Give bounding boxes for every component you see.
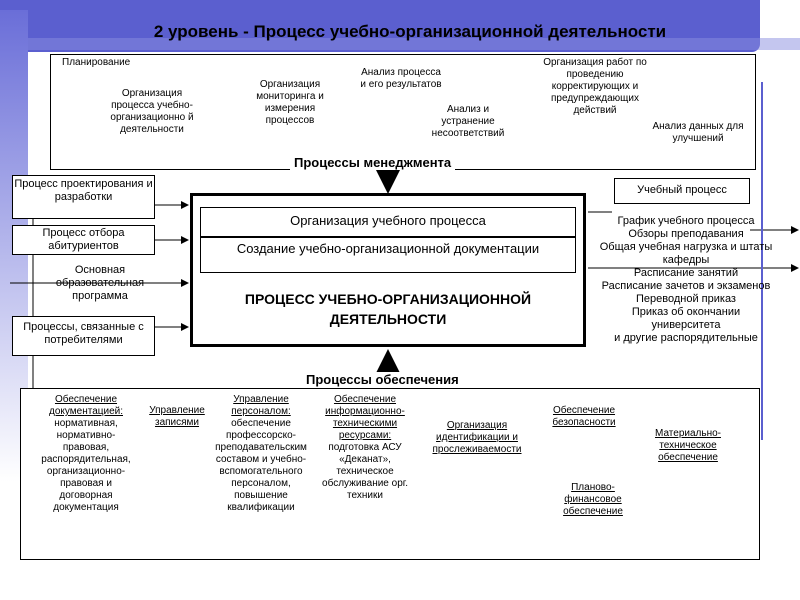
input-customer-processes: Процессы, связанные с потребителями (12, 316, 155, 356)
output-item: Расписание зачетов и экзаменов (601, 280, 771, 292)
output-item: Обзоры преподавания (628, 228, 744, 240)
output-item: Общая учебная нагрузка и штаты кафедры (599, 241, 773, 266)
main-process-box: Организация учебного процесса Создание у… (190, 193, 586, 347)
support-item-documentation: Обеспечение документацией:нормативная, н… (41, 394, 131, 513)
output-item: Приказ об окончании университета (631, 306, 741, 331)
support-item-financial: Планово-финансовое обеспечение (563, 482, 623, 517)
support-item-safety: Обеспечение безопасности (552, 405, 616, 428)
support-item-material: Материально-техническое обеспечение (655, 428, 721, 463)
support-item-personnel: Управление персоналом:обеспечение профес… (215, 394, 307, 513)
input-educational-program: Основная образовательная программа (55, 264, 145, 302)
output-list: График учебного процесса Обзоры преподав… (596, 215, 776, 345)
mgmt-item-corrective: Организация работ по проведению корректи… (543, 57, 647, 116)
output-item: и другие распорядительные документы, отр… (614, 332, 758, 344)
management-label: Процессы менеджмента (290, 155, 456, 170)
mgmt-item-planning: Планирование (62, 57, 131, 68)
input-design-process: Процесс проектирования и разработки (12, 175, 155, 219)
input-applicant-selection: Процесс отбора абитуриентов (12, 225, 155, 255)
output-educational-process: Учебный процесс (614, 178, 750, 204)
support-box (20, 388, 760, 560)
support-item-identification: Организация идентификации и прослеживаем… (432, 420, 522, 455)
mgmt-item-analysis-results: Анализ процесса и его результатов (360, 67, 442, 90)
main-process-title: ПРОЦЕСС УЧЕБНО-ОРГАНИЗАЦИОННОЙ ДЕЯТЕЛЬНО… (244, 291, 532, 327)
mgmt-item-monitoring: Организация мониторинга и измерения проц… (256, 79, 324, 126)
support-label: Процессы обеспечения (302, 372, 463, 387)
mgmt-item-nonconformity: Анализ и устранение несоответствий (431, 104, 505, 139)
header-decoration (0, 0, 800, 62)
output-item: График учебного процесса (617, 215, 755, 227)
management-box (50, 54, 756, 170)
support-item-records: Управление записями (149, 405, 205, 428)
subprocess-documentation: Создание учебно-организационной документ… (200, 237, 576, 273)
output-item: Переводной приказ (636, 293, 736, 305)
output-item: Расписание занятий (633, 267, 739, 279)
subprocess-organization: Организация учебного процесса (200, 207, 576, 237)
mgmt-item-improvement: Анализ данных для улучшений (652, 121, 744, 144)
support-item-it-resources: Обеспечение информационно-техническими р… (322, 394, 408, 501)
mgmt-item-organization: Организация процесса учебно-организацион… (110, 88, 194, 135)
slide-title: 2 уровень - Процесс учебно-организационн… (153, 22, 667, 41)
